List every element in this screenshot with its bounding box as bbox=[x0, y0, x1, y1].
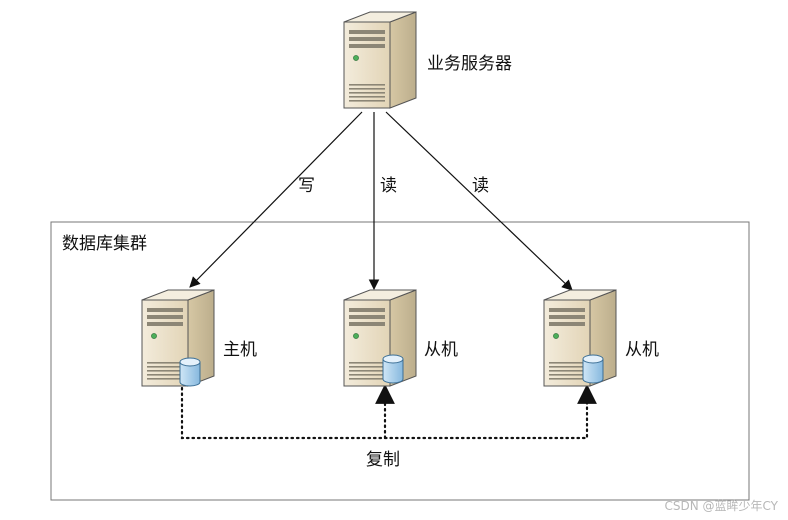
cluster-box bbox=[50, 221, 750, 501]
read-edge-label-middle: 读 bbox=[380, 176, 397, 196]
slave-label-middle: 从机 bbox=[424, 340, 458, 360]
business-server-label: 业务服务器 bbox=[427, 54, 512, 74]
master-label: 主机 bbox=[223, 340, 257, 360]
cluster-title: 数据库集群 bbox=[62, 234, 147, 254]
read-arrow-right bbox=[385, 111, 573, 291]
slave-db-icon-right bbox=[582, 354, 604, 384]
slave-server-icon-right bbox=[543, 289, 617, 387]
read-edge-label-right: 读 bbox=[472, 176, 489, 196]
write-edge-label: 写 bbox=[298, 176, 315, 196]
master-server-icon bbox=[141, 289, 215, 387]
write-arrow bbox=[189, 111, 363, 288]
slave-server-icon-middle bbox=[343, 289, 417, 387]
master-db-icon bbox=[179, 357, 201, 387]
watermark: CSDN @蓝眸少年CY bbox=[664, 499, 778, 513]
replication-label: 复制 bbox=[366, 450, 400, 470]
slave-label-right: 从机 bbox=[625, 340, 659, 360]
slave-db-icon-middle bbox=[382, 354, 404, 384]
business-server-icon bbox=[343, 11, 417, 109]
